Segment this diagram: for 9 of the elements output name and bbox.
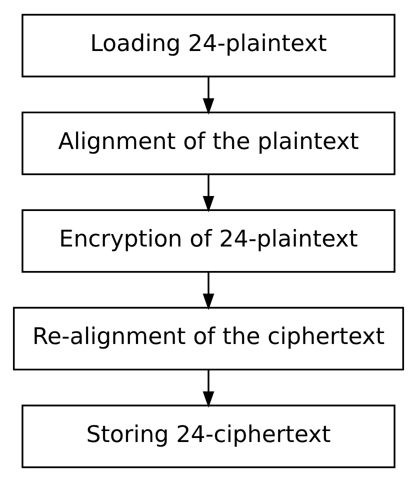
node-box: Alignment of the plaintext xyxy=(22,112,396,176)
arrow xyxy=(202,174,214,212)
arrow xyxy=(202,272,214,310)
node-box: Storing 24-ciphertext xyxy=(22,404,396,468)
node-box: Encryption of 24-plaintext xyxy=(22,209,396,273)
arrow xyxy=(202,76,214,115)
node-box: Loading 24-plaintext xyxy=(22,14,396,78)
arrow xyxy=(202,370,214,408)
node-box: Re-alignment of the ciphertext xyxy=(12,306,404,370)
